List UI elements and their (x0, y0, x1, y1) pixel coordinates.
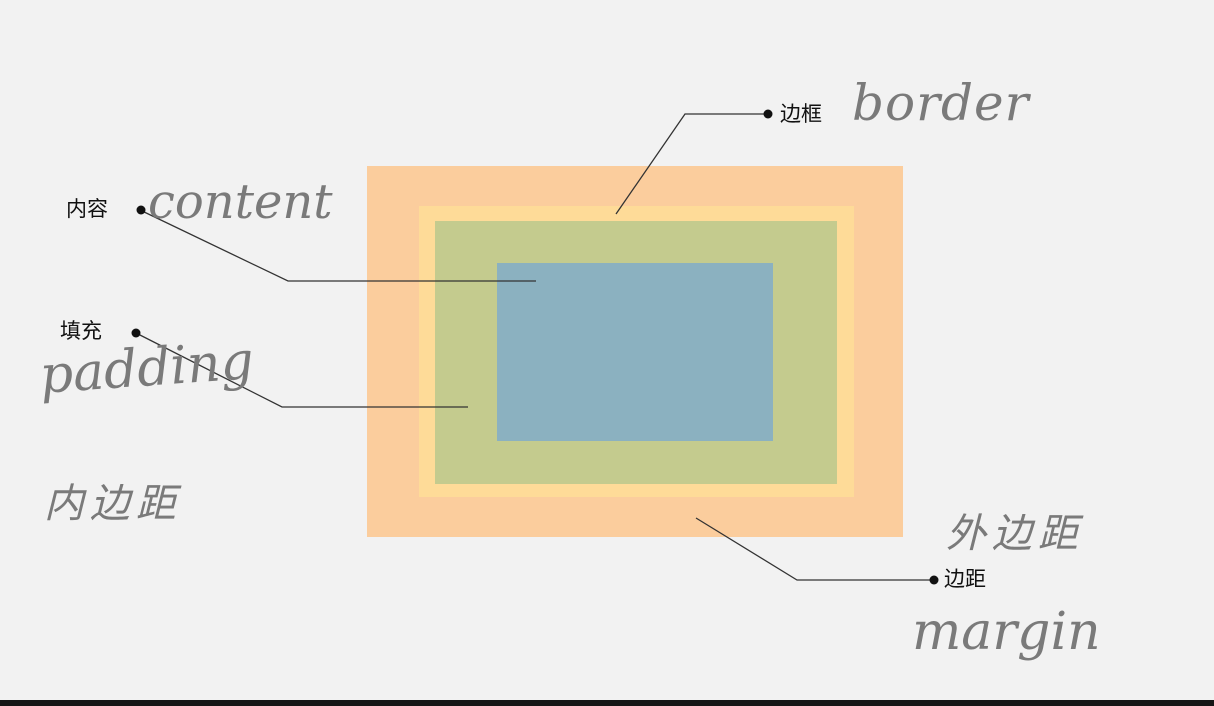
content-leader-line (139, 209, 536, 282)
padding-leader-dot (131, 328, 141, 338)
margin-leader-line (695, 517, 932, 581)
margin-leader-dot (929, 575, 939, 585)
padding-leader-line (135, 332, 468, 408)
content-label: 内容 (66, 197, 108, 221)
border-leader-line (615, 113, 764, 215)
handwritten-margin-cn: 外边距 (946, 511, 1084, 557)
handwritten-content: content (148, 174, 333, 230)
bottom-bar (0, 700, 1214, 706)
content-leader-dot (136, 205, 146, 215)
padding-label: 填充 (60, 319, 102, 343)
handwritten-padding-cn: 内边距 (44, 481, 182, 527)
handwritten-margin: margin (912, 602, 1101, 662)
handwritten-border: border (852, 74, 1030, 132)
border-leader-dot (763, 109, 773, 119)
border-label: 边框 (780, 102, 822, 126)
margin-label: 边距 (944, 567, 986, 591)
content-area (497, 263, 773, 441)
handwritten-padding: padding (37, 331, 256, 406)
